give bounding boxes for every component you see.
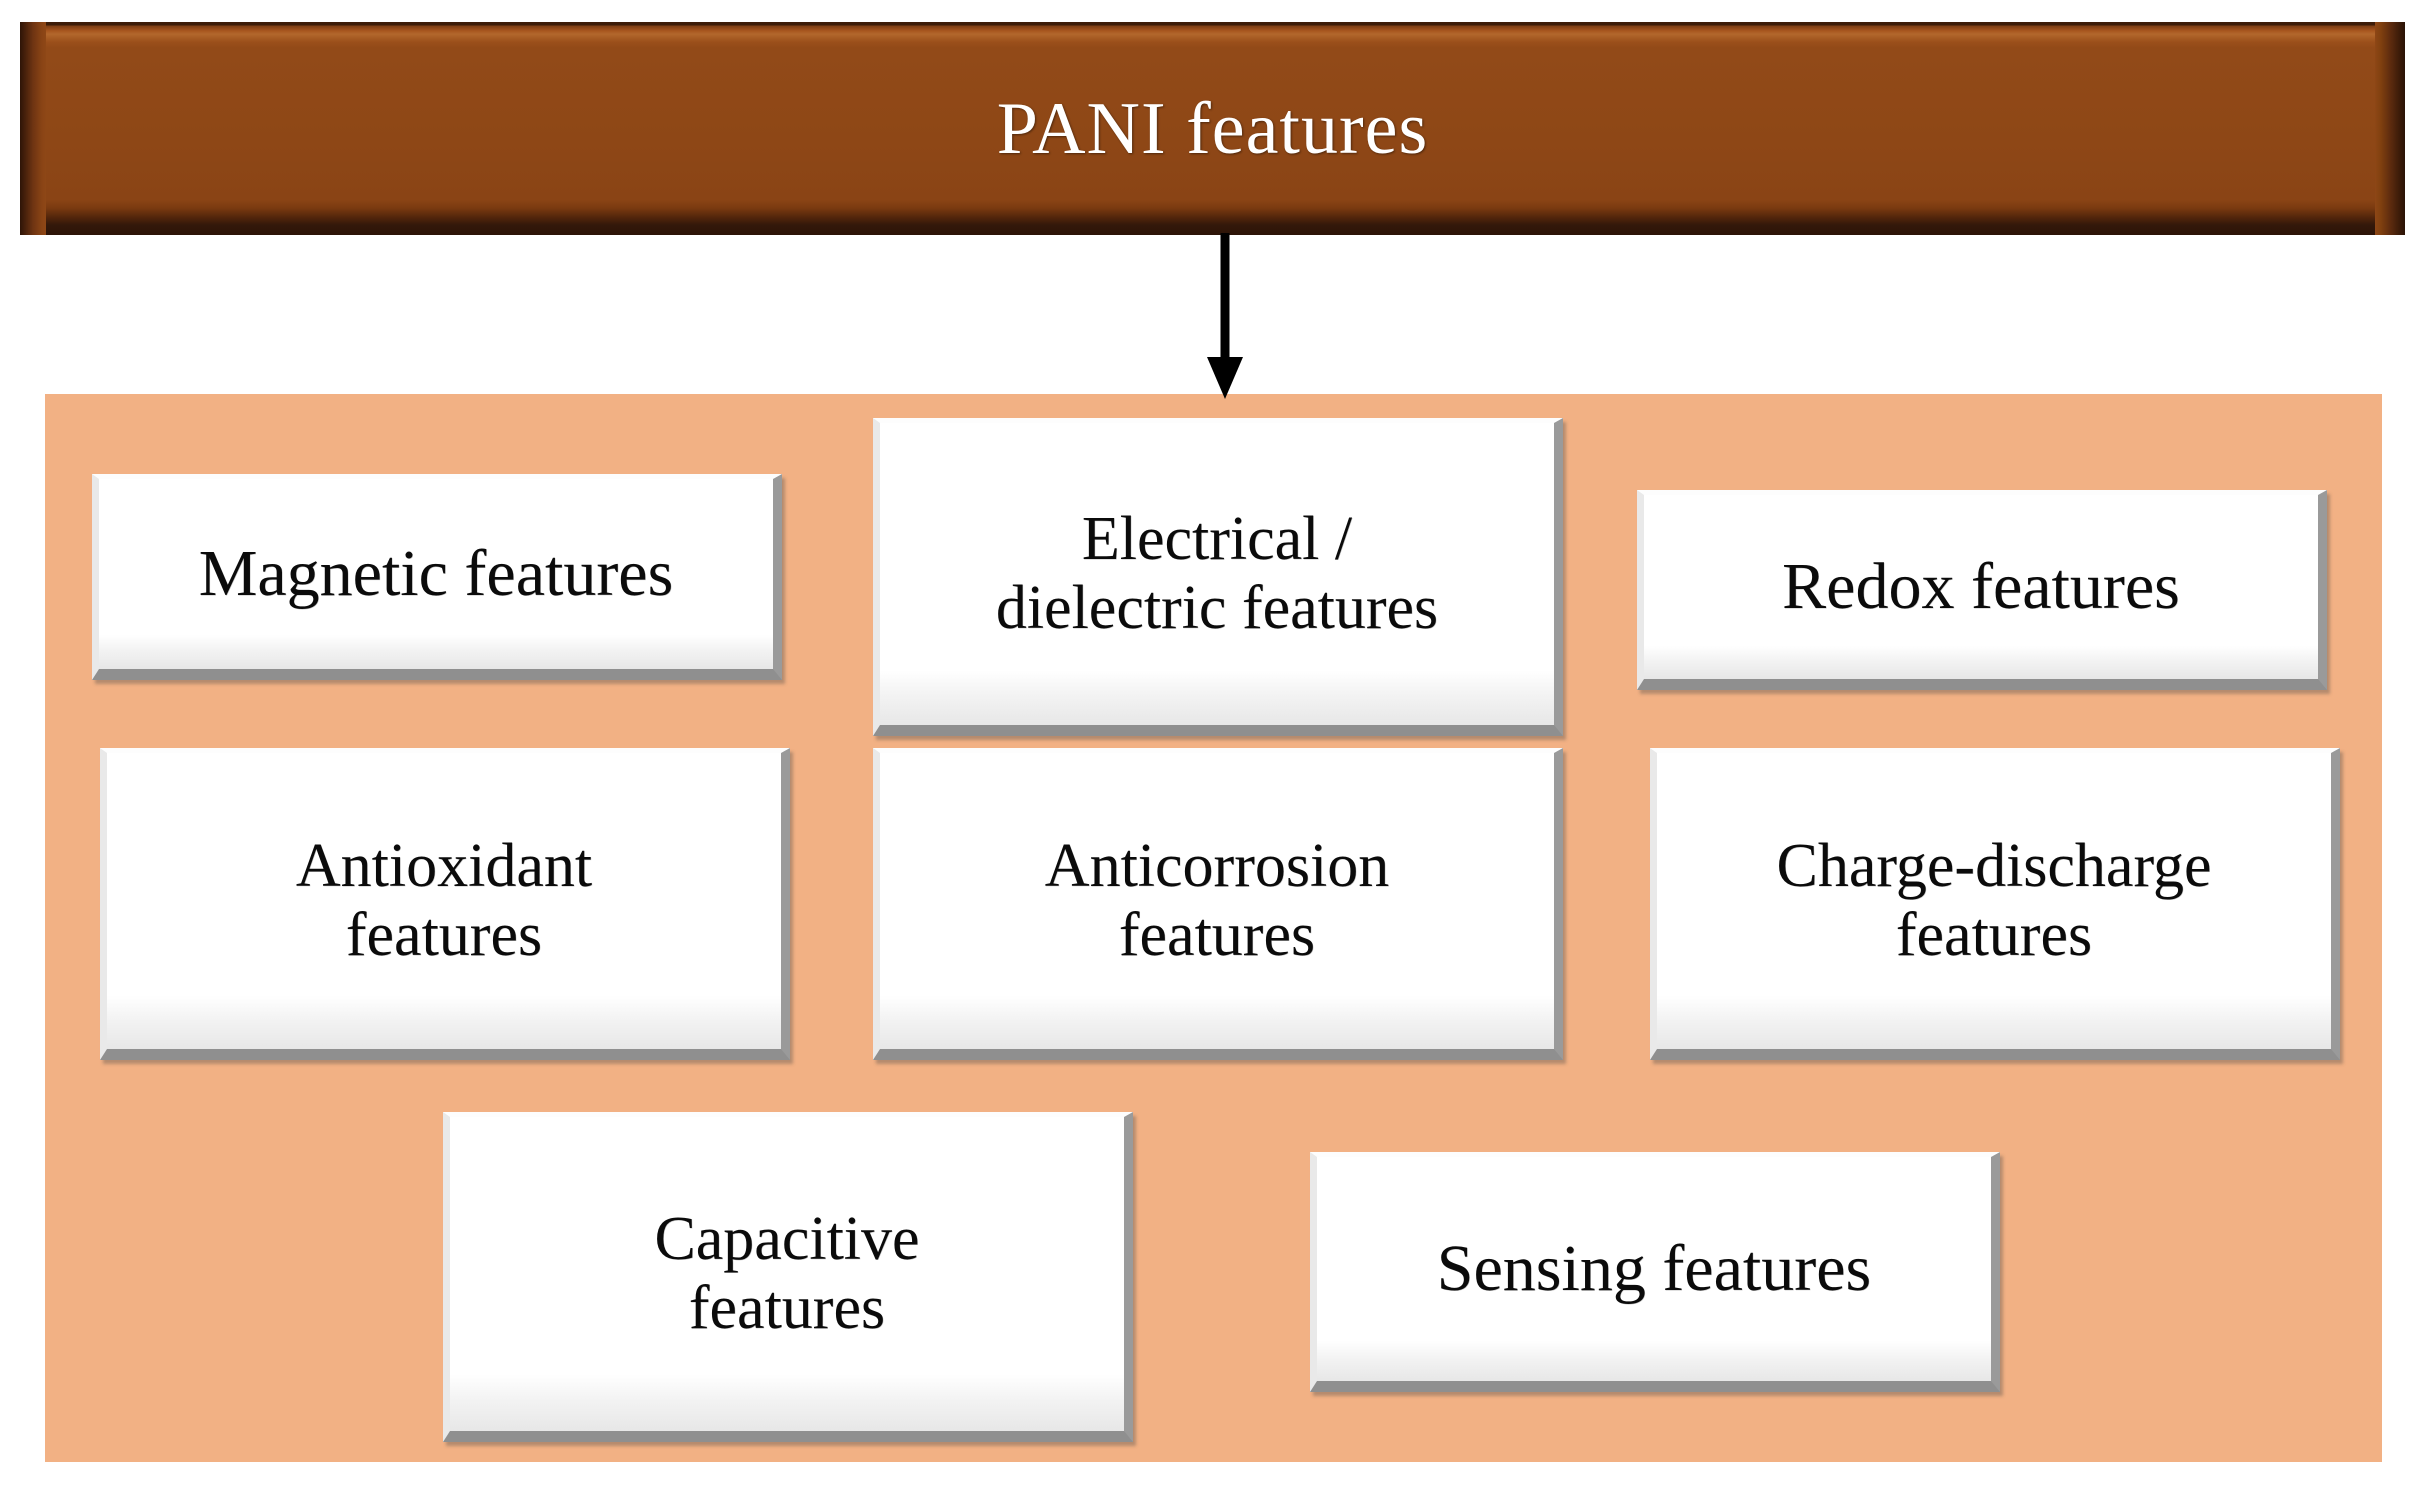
header-bar-pani-features: PANI features [20,22,2405,235]
down-arrow-icon [1205,233,1245,399]
feature-box-label: Magnetic features [198,537,674,611]
feature-box-magnetic[interactable]: Magnetic features [92,474,782,680]
feature-box-capacitive[interactable]: Capacitive features [443,1112,1133,1442]
page-title: PANI features [996,87,1429,170]
feature-box-anticorrosion[interactable]: Anticorrosion features [873,748,1563,1060]
feature-box-label: Redox features [1782,550,2180,624]
feature-box-redox[interactable]: Redox features [1637,490,2327,690]
feature-box-antioxidant[interactable]: Antioxidant features [100,748,790,1060]
feature-box-label: Capacitive features [654,1204,920,1342]
feature-box-label: Sensing features [1436,1232,1872,1306]
feature-box-label: Antioxidant features [295,831,593,969]
feature-box-label: Charge-discharge features [1776,831,2212,969]
feature-box-charge-discharge[interactable]: Charge-discharge features [1650,748,2340,1060]
feature-box-electrical-dielectric[interactable]: Electrical / dielectric features [873,418,1563,736]
feature-box-label: Anticorrosion features [1044,831,1390,969]
feature-box-label: Electrical / dielectric features [995,504,1439,642]
feature-box-sensing[interactable]: Sensing features [1310,1152,2000,1392]
